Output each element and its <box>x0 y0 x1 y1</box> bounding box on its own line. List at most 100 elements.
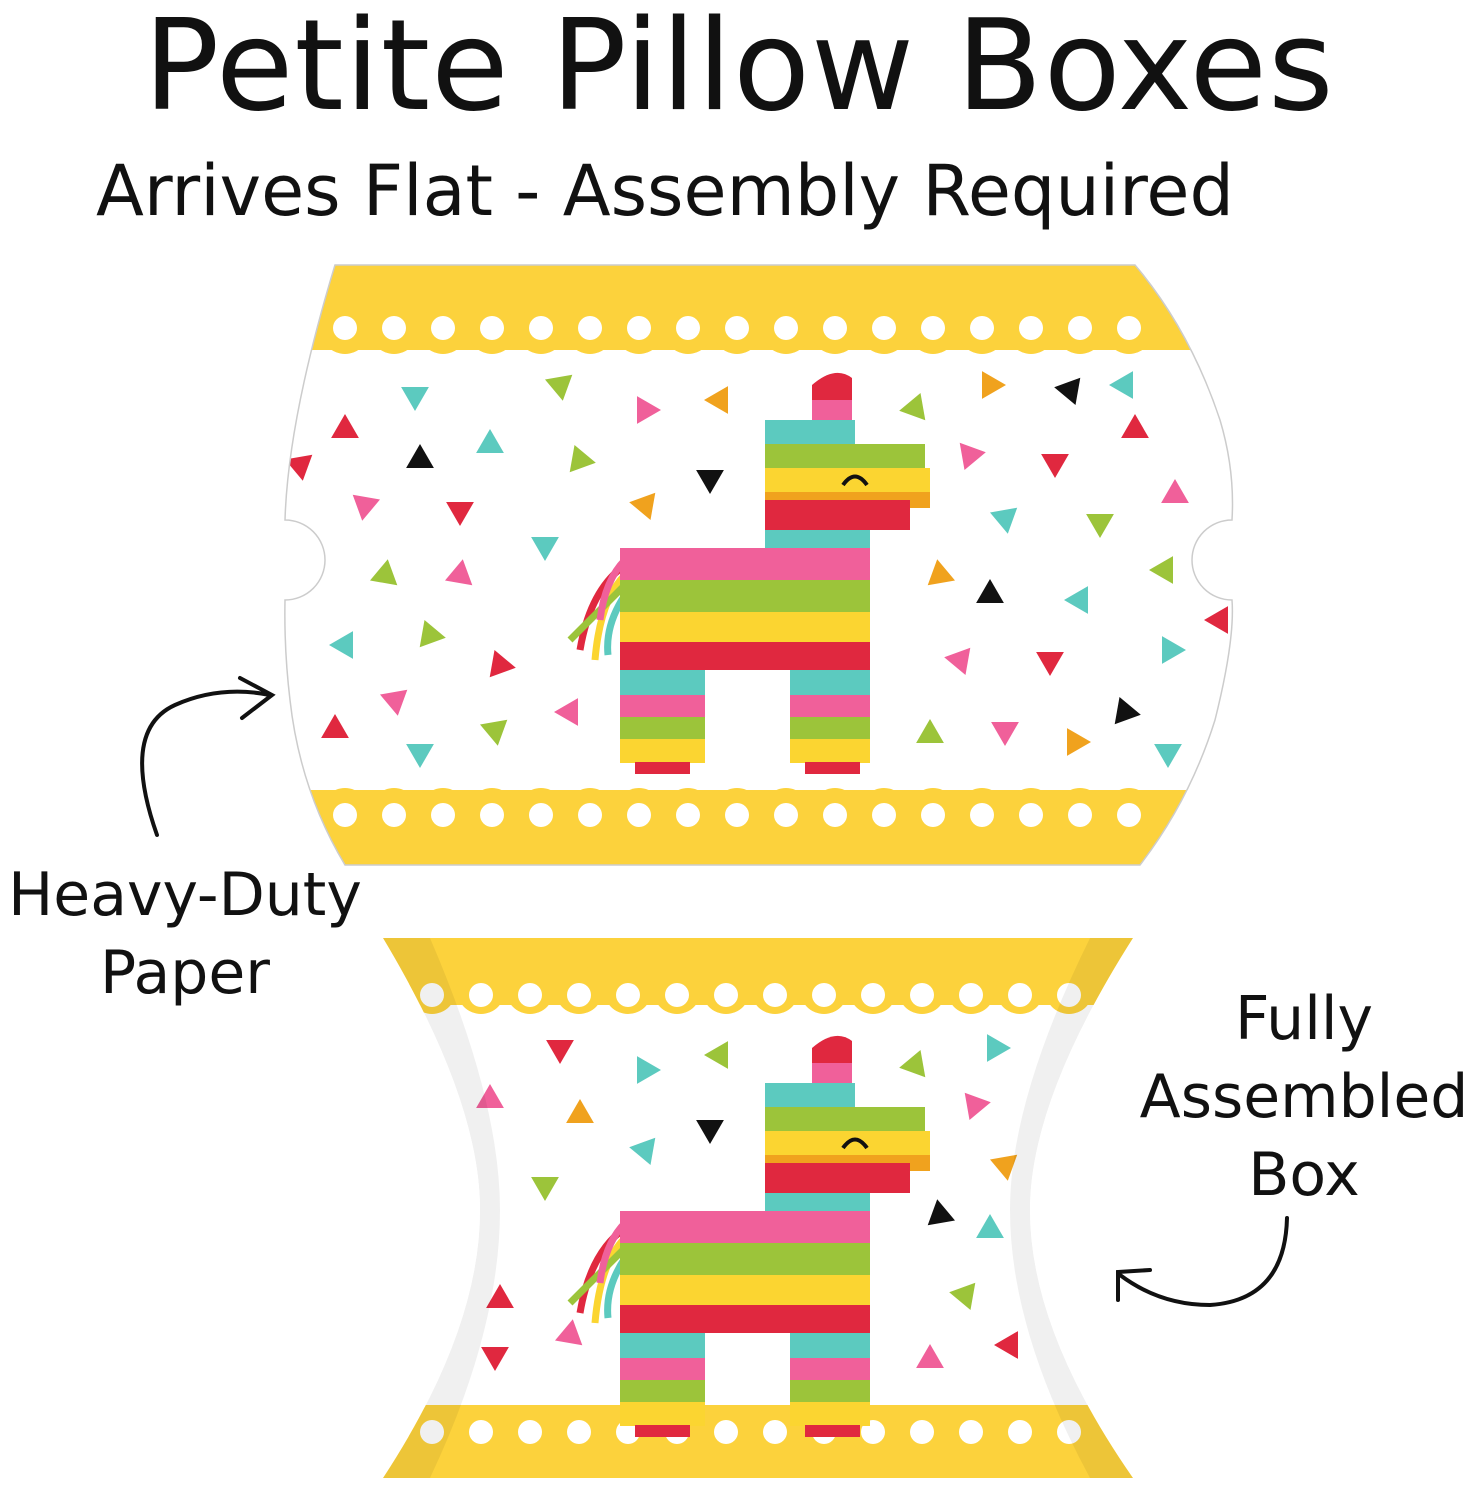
confetti-triangle <box>964 1092 991 1120</box>
confetti-triangle <box>1041 454 1069 478</box>
dot <box>578 803 602 827</box>
page-subtitle: Arrives Flat - Assembly Required <box>96 150 1234 232</box>
confetti-triangle <box>480 719 508 746</box>
dot <box>1019 803 1043 827</box>
confetti-triangle <box>949 1282 976 1310</box>
dot <box>921 316 945 340</box>
confetti-triangle <box>637 396 661 424</box>
bottom-band <box>284 790 1233 865</box>
confetti-triangle <box>1064 586 1088 614</box>
confetti-triangle <box>696 470 724 494</box>
dot <box>921 803 945 827</box>
confetti-triangle <box>994 1331 1018 1359</box>
confetti <box>476 1034 1018 1371</box>
dot <box>480 803 504 827</box>
confetti-triangle <box>959 442 986 470</box>
dot <box>1057 983 1081 1007</box>
confetti-triangle <box>637 1056 661 1084</box>
confetti-triangle <box>1067 728 1091 756</box>
dot <box>774 316 798 340</box>
assembled-box-callout: Fully Assembled Box <box>1130 980 1478 1214</box>
dot <box>959 1420 983 1444</box>
confetti-triangle <box>987 1034 1011 1062</box>
confetti-triangle <box>991 722 1019 746</box>
confetti <box>285 371 1228 768</box>
confetti-triangle <box>704 386 728 414</box>
confetti-triangle <box>546 1040 574 1064</box>
dot <box>812 983 836 1007</box>
confetti-triangle <box>531 1177 559 1201</box>
confetti-triangle <box>1114 697 1141 725</box>
dot <box>1008 1420 1032 1444</box>
confetti-triangle <box>629 1137 656 1165</box>
confetti-triangle <box>285 454 313 481</box>
callout-line: Box <box>1248 1140 1360 1210</box>
flat-box-callout: Heavy-Duty Paper <box>0 856 370 1012</box>
dot <box>469 983 493 1007</box>
confetti-triangle <box>545 374 573 401</box>
confetti-triangle <box>696 1120 724 1144</box>
dot <box>333 803 357 827</box>
dot <box>529 803 553 827</box>
callout-line: Paper <box>100 938 270 1008</box>
dot <box>627 803 651 827</box>
confetti-triangle <box>982 371 1006 399</box>
dot <box>1117 316 1141 340</box>
confetti-triangle <box>566 1099 594 1123</box>
confetti-triangle <box>899 393 926 421</box>
dot <box>910 983 934 1007</box>
confetti-triangle <box>1054 377 1081 405</box>
confetti-triangle <box>555 1319 583 1346</box>
arrow-icon <box>1116 1216 1289 1308</box>
dot <box>676 803 700 827</box>
dot <box>469 1420 493 1444</box>
page-title: Petite Pillow Boxes <box>143 0 1335 139</box>
confetti-triangle <box>976 1214 1004 1238</box>
confetti-triangle <box>489 650 516 678</box>
dot <box>518 1420 542 1444</box>
confetti-triangle <box>401 387 429 411</box>
confetti-triangle <box>927 559 955 586</box>
confetti-triangle <box>1162 636 1186 664</box>
dot <box>714 983 738 1007</box>
dot <box>567 983 591 1007</box>
dot <box>763 983 787 1007</box>
dot <box>763 1420 787 1444</box>
dot <box>1068 803 1092 827</box>
dot <box>529 316 553 340</box>
confetti-triangle <box>569 445 596 473</box>
dot <box>872 803 896 827</box>
dot-pattern <box>408 966 1093 1454</box>
confetti-triangle <box>476 1084 504 1108</box>
dot <box>861 983 885 1007</box>
confetti-triangle <box>419 620 446 648</box>
confetti-triangle <box>486 1284 514 1308</box>
dot <box>910 1420 934 1444</box>
confetti-triangle <box>406 444 434 468</box>
dot <box>1068 316 1092 340</box>
dot <box>959 983 983 1007</box>
callout-line: Fully <box>1234 984 1374 1054</box>
confetti-triangle <box>1086 514 1114 538</box>
assembled-pillow-box <box>383 938 1133 1478</box>
dot <box>333 316 357 340</box>
dot <box>676 316 700 340</box>
confetti-triangle <box>1154 744 1182 768</box>
confetti-triangle <box>916 719 944 743</box>
confetti-triangle <box>1204 606 1228 634</box>
confetti-triangle <box>1109 371 1133 399</box>
confetti-triangle <box>1036 652 1064 676</box>
callout-line: Assembled <box>1139 1062 1469 1132</box>
dot <box>420 1420 444 1444</box>
confetti-triangle <box>944 647 971 675</box>
confetti-triangle <box>331 414 359 438</box>
confetti-triangle <box>704 1041 728 1069</box>
dot <box>578 316 602 340</box>
confetti-triangle <box>554 698 578 726</box>
dot <box>970 803 994 827</box>
dot <box>725 316 749 340</box>
confetti-triangle <box>916 1344 944 1368</box>
confetti-triangle <box>352 494 380 521</box>
dot <box>725 803 749 827</box>
